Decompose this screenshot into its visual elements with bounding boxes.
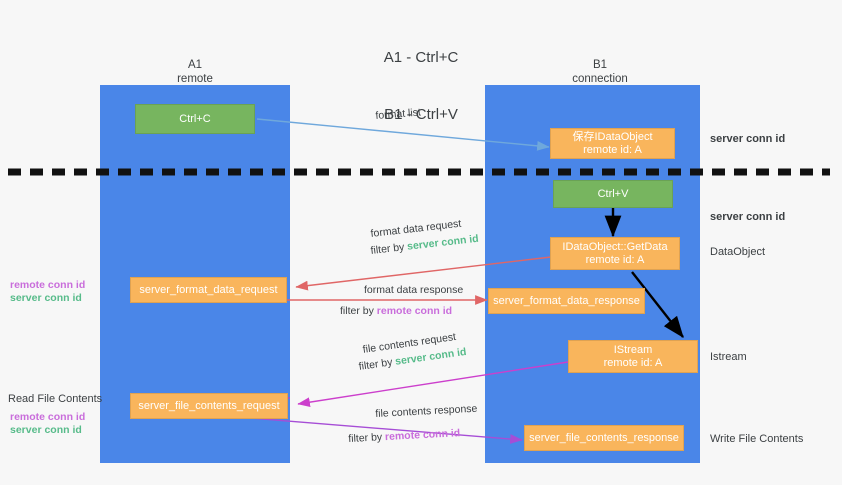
node-server-file-contents-response-label: server_file_contents_response (529, 431, 679, 444)
node-ctrl-c-label: Ctrl+C (179, 112, 211, 125)
legend-bottom-server-conn-id: server conn id (10, 424, 82, 436)
node-server-format-data-response-label: server_format_data_response (493, 294, 640, 307)
lane-header-b1: B1 connection (540, 58, 660, 86)
lane-b1-subtitle: connection (572, 73, 628, 85)
flow-filter-file-contents-response: filter by remote conn id (348, 427, 461, 446)
node-istream-subtitle: remote id: A (603, 356, 663, 369)
title-line-1: A1 - Ctrl+C (383, 49, 459, 66)
node-idataobject-store-subtitle: remote id: A (583, 143, 642, 156)
side-label-dataobject: DataObject (710, 246, 766, 258)
node-server-file-contents-request[interactable]: server_file_contents_request (130, 393, 288, 419)
node-server-file-contents-response[interactable]: server_file_contents_response (524, 425, 684, 451)
legend-mid-server-conn-id: server conn id (10, 292, 82, 304)
legend-mid-remote-conn-id: remote conn id (10, 279, 86, 291)
side-label-read-file-contents: Read File Contents (8, 393, 103, 405)
filter-by-text-3: filter by (358, 355, 397, 373)
node-server-file-contents-request-label: server_file_contents_request (138, 399, 280, 412)
remote-conn-id-text-2: remote conn id (384, 427, 461, 444)
node-server-format-data-response[interactable]: server_format_data_response (488, 288, 645, 314)
node-istream-title: IStream (613, 343, 653, 356)
node-idataobject-getdata[interactable]: IDataObject::GetData remote id: A (550, 237, 680, 270)
lane-b1-title: B1 (592, 59, 608, 71)
remote-conn-id-text-1: remote conn id (376, 305, 453, 317)
side-label-write-file-contents: Write File Contents (710, 433, 804, 445)
lane-a1-title: A1 (187, 59, 203, 71)
node-ctrl-v-label: Ctrl+V (597, 187, 629, 200)
node-idataobject-store-title: 保存IDataObject (572, 130, 653, 143)
filter-by-text-1: filter by (370, 240, 408, 257)
filter-by-text-2: filter by (340, 305, 377, 317)
side-label-server-conn-id-mid: server conn id (710, 211, 786, 223)
filter-by-text-4: filter by (348, 431, 386, 445)
node-server-format-data-request-label: server_format_data_request (139, 283, 278, 296)
node-idataobject-getdata-subtitle: remote id: A (585, 253, 645, 266)
side-label-istream: Istream (710, 351, 747, 363)
flow-label-format-data-response: format data response (364, 284, 464, 296)
node-istream[interactable]: IStream remote id: A (568, 340, 698, 373)
server-conn-id-text-1: server conn id (406, 232, 480, 253)
node-ctrl-c[interactable]: Ctrl+C (135, 104, 255, 134)
node-idataobject-getdata-title: IDataObject::GetData (562, 240, 668, 253)
node-idataobject-store[interactable]: 保存IDataObject remote id: A (550, 128, 675, 159)
node-ctrl-v[interactable]: Ctrl+V (553, 180, 673, 208)
lane-a1-subtitle: remote (177, 73, 213, 85)
side-label-server-conn-id-top: server conn id (710, 133, 786, 145)
flow-filter-format-data-response: filter by remote conn id (340, 305, 452, 318)
legend-bottom-remote-conn-id: remote conn id (10, 411, 86, 423)
node-server-format-data-request[interactable]: server_format_data_request (130, 277, 287, 303)
flow-label-file-contents-response: file contents response (375, 402, 478, 420)
lane-header-a1: A1 remote (140, 58, 250, 86)
